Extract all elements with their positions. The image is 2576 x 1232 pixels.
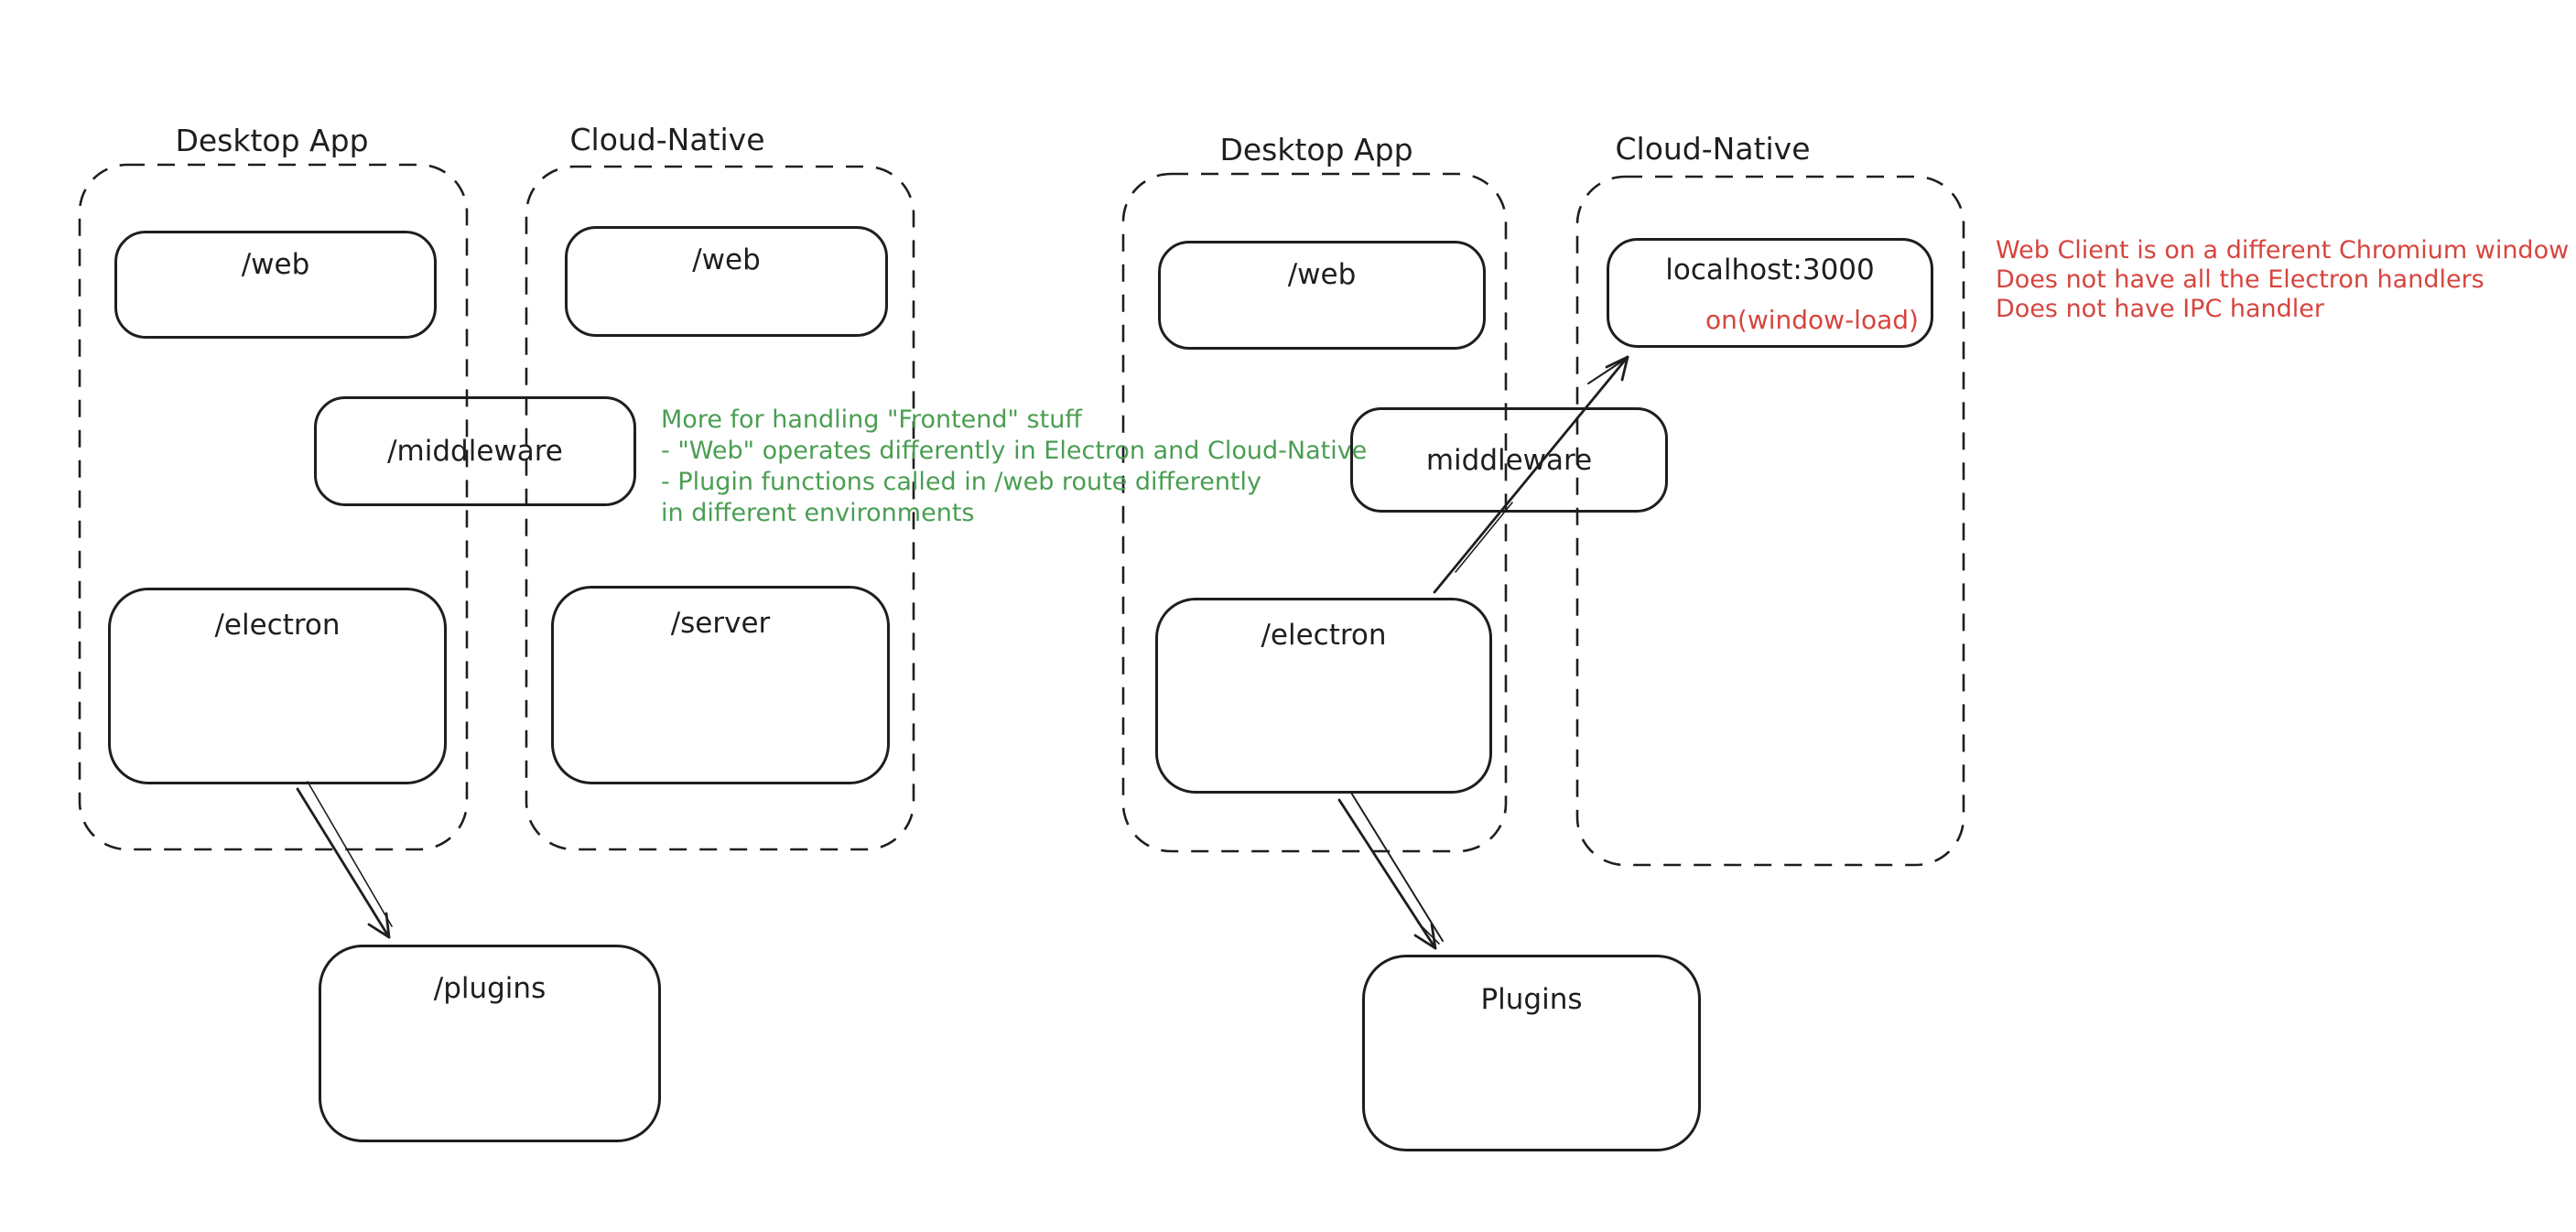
right-desktop-title: Desktop App (1219, 132, 1413, 168)
left-web-cloud-label: /web (692, 243, 761, 276)
left-middleware-box: /middleware (314, 396, 636, 506)
left-cloud-title: Cloud-Native (569, 122, 765, 157)
green-note-line: - "Web" operates differently in Electron… (661, 437, 1368, 465)
green-note: More for handling "Frontend" stuff - "We… (661, 405, 1367, 529)
right-plugins-box: Plugins (1362, 955, 1701, 1151)
left-electron-box: /electron (108, 588, 447, 784)
red-note: Web Client is on a different Chromium wi… (1996, 236, 2569, 324)
right-plugins-label: Plugins (1480, 983, 1583, 1016)
red-note-line: Does not have IPC handler (1996, 295, 2325, 323)
right-middleware-label: middleware (1425, 443, 1593, 477)
green-note-line: - Plugin functions called in /web route … (661, 468, 1262, 496)
left-middleware-label: /middleware (387, 435, 563, 468)
left-desktop-title: Desktop App (175, 123, 369, 158)
left-web-cloud-box: /web (565, 226, 888, 337)
green-note-line: More for handling "Frontend" stuff (661, 405, 1082, 434)
left-web-desktop-box: /web (114, 231, 437, 339)
red-note-line: Does not have all the Electron handlers (1996, 265, 2484, 294)
left-server-box: /server (551, 586, 890, 784)
left-server-label: /server (670, 607, 771, 640)
left-plugins-label: /plugins (433, 972, 547, 1005)
right-electron-label: /electron (1261, 619, 1387, 652)
arrow-left-electron-to-plugins (296, 781, 393, 939)
right-localhost-box: localhost:3000 on(window-load) (1607, 238, 1933, 348)
right-localhost-label: localhost:3000 (1665, 254, 1875, 286)
right-web-desktop-label: /web (1287, 258, 1357, 291)
right-electron-box: /electron (1155, 598, 1492, 794)
arrow-right-electron-to-plugins (1337, 792, 1444, 950)
left-web-desktop-label: /web (241, 248, 310, 281)
right-middleware-box: middleware (1350, 407, 1668, 513)
left-plugins-box: /plugins (319, 945, 661, 1142)
left-electron-label: /electron (214, 609, 341, 642)
right-web-desktop-box: /web (1158, 241, 1486, 350)
right-localhost-event-label: on(window-load) (1705, 305, 1919, 335)
green-note-line: in different environments (661, 499, 975, 527)
red-note-line: Web Client is on a different Chromium wi… (1996, 236, 2570, 265)
right-cloud-title: Cloud-Native (1615, 131, 1811, 167)
